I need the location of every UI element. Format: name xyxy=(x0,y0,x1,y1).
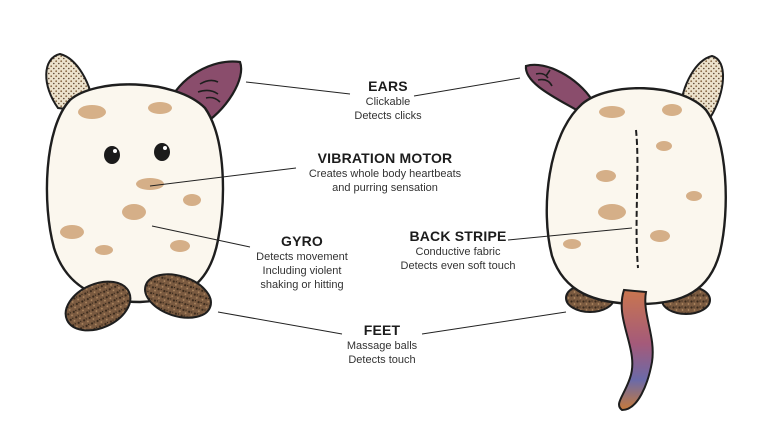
vibration-line-2: and purring sensation xyxy=(332,182,438,194)
back-stripe-line-2: Detects even soft touch xyxy=(400,260,516,272)
feet-leader-left xyxy=(217,311,343,335)
front-body xyxy=(45,83,225,304)
vibration-title: VIBRATION MOTOR xyxy=(317,150,453,166)
front-right-foot xyxy=(144,273,212,319)
back-stripe-callout: BACK STRIPE Conductive fabric Detects ev… xyxy=(378,228,538,273)
gyro-leader xyxy=(151,225,251,248)
back-stripe xyxy=(635,129,639,269)
back-fur-patches xyxy=(563,104,702,249)
ears-callout: EARS Clickable Detects clicks xyxy=(333,78,443,123)
ears-leader-left xyxy=(245,81,351,95)
ears-line-2: Detects clicks xyxy=(354,110,422,122)
feet-line-2: Detects touch xyxy=(348,354,416,366)
feet-line-1: Massage balls xyxy=(346,340,418,352)
ears-leader-right xyxy=(413,77,521,97)
gyro-callout: GYRO Detects movement Including violent … xyxy=(236,233,368,292)
back-stripe-title: BACK STRIPE xyxy=(409,228,507,244)
back-stripe-leader xyxy=(507,227,633,241)
back-left-ear xyxy=(524,63,594,114)
feet-title: FEET xyxy=(363,322,401,338)
vibration-leader xyxy=(149,167,297,187)
back-toy xyxy=(524,54,727,412)
ears-title: EARS xyxy=(368,78,408,94)
gyro-line-2: Including violent xyxy=(262,265,342,277)
vibration-line-1: Creates whole body heartbeats xyxy=(308,168,462,180)
gyro-line-1: Detects movement xyxy=(256,251,348,263)
front-left-eye xyxy=(104,146,120,164)
vibration-callout: VIBRATION MOTOR Creates whole body heart… xyxy=(285,150,485,195)
front-right-eye xyxy=(154,143,170,161)
front-left-foot xyxy=(64,280,132,332)
gyro-line-3: shaking or hitting xyxy=(260,279,344,291)
leader-lines xyxy=(149,77,633,335)
feet-callout: FEET Massage balls Detects touch xyxy=(320,322,444,367)
front-fur-patches xyxy=(60,102,201,255)
gyro-title: GYRO xyxy=(280,233,324,249)
front-toy xyxy=(45,52,243,332)
tail xyxy=(618,288,654,412)
feet-leader-right xyxy=(421,311,567,335)
ears-line-1: Clickable xyxy=(365,96,411,108)
back-stripe-line-1: Conductive fabric xyxy=(415,246,501,258)
